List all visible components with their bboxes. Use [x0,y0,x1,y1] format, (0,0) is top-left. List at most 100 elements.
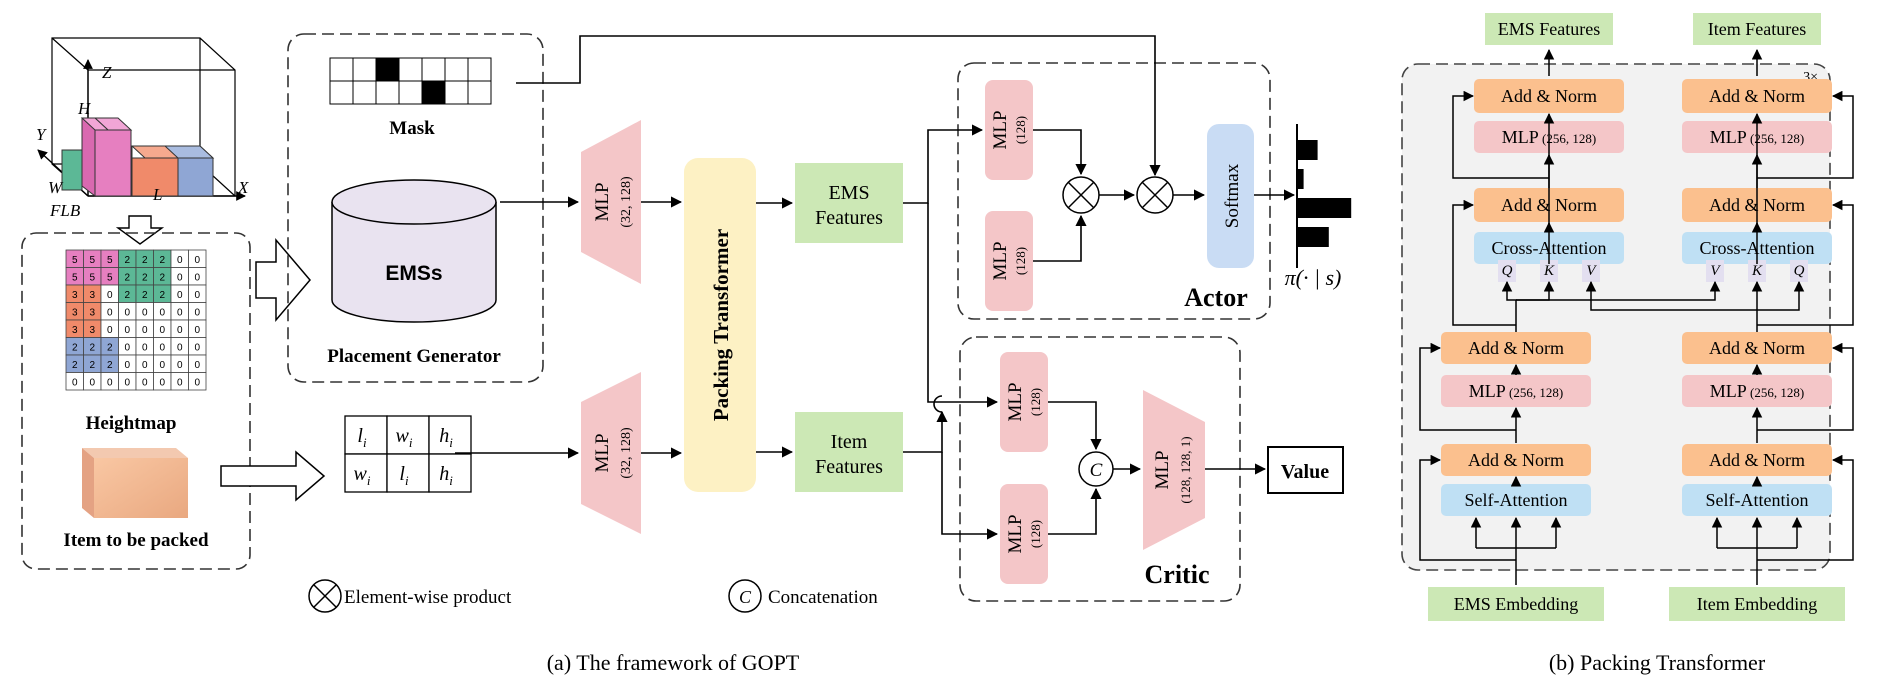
policy-bar [1298,169,1304,189]
heightmap-cell-value: 2 [72,360,78,371]
heightmap-cell-value: 0 [177,307,183,318]
heightmap-cell-value: 5 [89,255,95,266]
mlp-item-trapezoid [581,372,641,534]
heightmap-cell-value: 2 [124,290,130,301]
self-attention-block [1682,484,1832,516]
low-add-norm-1-block [1441,444,1591,476]
packing-transformer-block [684,158,756,492]
low-mlp-label: MLP (256, 128) [1710,381,1804,401]
legend-concat-label: Concatenation [768,587,878,608]
mask-cell [444,80,469,105]
heightmap-cell-value: 0 [159,377,165,388]
qkv-tag [1706,260,1724,282]
low-add-norm-1-block [1682,444,1832,476]
heightmap-cell-value: 0 [194,342,200,353]
heightmap-cell-value: 3 [89,307,95,318]
heightmap-cell-value: 0 [194,290,200,301]
transformer-connector [1757,454,1854,561]
ems-features-line1: EMS [828,182,869,204]
policy-distribution-bars [1298,140,1352,247]
axis-y-label: Y [36,125,47,144]
heightmap-cell-value: 0 [124,360,130,371]
mlp-ems-name: MLP [592,182,613,221]
item-features-line1: Item [831,431,868,453]
mlp-item-dims: (32, 128) [619,427,634,479]
axis-x-label: X [237,178,249,197]
qkv-label: V [1586,263,1597,279]
critic-mlp1-name: MLP [1005,382,1026,421]
qkv-tag [1540,260,1558,282]
heightmap-cell-value: 0 [124,325,130,336]
heightmap-cell-value: 0 [107,377,113,388]
qkv-tag [1582,260,1600,282]
critic-mlp3-trapezoid [1143,390,1205,550]
concat-symbol: C [1090,460,1103,481]
transformer-connector [1585,280,1757,311]
heightmap-cell-value: 0 [194,255,200,266]
actor-mlp2-dims: (128) [1013,247,1028,275]
heightmap-cell-value: 0 [194,360,200,371]
heightmap-cell-value: 0 [107,290,113,301]
actor-mlp2-block [985,211,1033,311]
critic-mlp1-block [1000,352,1048,452]
ems-features-block [795,163,903,243]
ems-cylinder [331,179,497,323]
actor-label: Actor [1184,283,1248,312]
heightmap-cell-value: 0 [107,325,113,336]
heightmap-cell-value: 2 [142,272,148,283]
product-operator-1 [1062,176,1100,214]
input-dashed-panel [21,232,251,570]
mask-cell [421,80,446,105]
low-add-norm-2-label: Add & Norm [1468,338,1564,358]
item-to-be-packed-label: Item to be packed [63,530,209,551]
actor-mlp2-name: MLP [990,241,1011,280]
heightmap-label: Heightmap [86,413,177,434]
heightmap-cell-value: 0 [142,307,148,318]
mask-cell [352,57,377,82]
low-add-norm-2-label: Add & Norm [1709,338,1805,358]
mask-cell [329,80,354,105]
heightmap-cell-value: 0 [194,307,200,318]
item-features-line2: Features [815,456,883,478]
qkv-label: Q [1502,263,1513,279]
heightmap-cell-value: 0 [124,342,130,353]
mask-cell [398,57,423,82]
transformer-connector [1452,90,1549,179]
embedding-block [1669,587,1845,621]
qkv-tag [1498,260,1516,282]
heightmap-cell-value: 2 [124,255,130,266]
self-attention-label: Self-Attention [1706,490,1809,510]
heightmap-cell-value: 0 [142,360,148,371]
height-label: H [77,99,92,118]
transformer-connector [1419,454,1516,561]
value-block [1267,446,1344,494]
heightmap-cell-value: 2 [142,255,148,266]
right-hollow-arrow-to-item-table [220,450,326,502]
heightmap-cell-value: 3 [72,307,78,318]
heightmap-cell-value: 5 [72,255,78,266]
mlp-ems-trapezoid [581,120,641,284]
heightmap-cell-value: 5 [107,272,113,283]
embedding-label: EMS Embedding [1454,594,1579,614]
critic-mlp3-dims: (128, 128, 1) [1178,436,1193,503]
framework-connectors [455,35,1296,540]
low-add-norm-1-label: Add & Norm [1709,450,1805,470]
output-features-label: EMS Features [1498,19,1601,39]
critic-mlp1-dims: (128) [1028,388,1043,416]
policy-bar [1298,227,1329,247]
origin-flb-label: FLB [49,201,81,220]
heightmap-cell-value: 2 [107,360,113,371]
critic-mlp3-name: MLP [1152,450,1173,489]
critic-label: Critic [1145,560,1210,589]
heightmap-cell-value: 3 [72,325,78,336]
output-features-block [1485,13,1613,45]
heightmap-cell-value: 0 [124,377,130,388]
mask-cell [375,57,400,82]
axis-z-label: Z [102,63,112,82]
heightmap-cell-value: 0 [72,377,78,388]
heightmap-cell-value: 2 [159,255,165,266]
top-add-norm-block [1474,79,1624,113]
softmax-block [1207,124,1254,268]
top-add-norm-label: Add & Norm [1709,86,1805,106]
